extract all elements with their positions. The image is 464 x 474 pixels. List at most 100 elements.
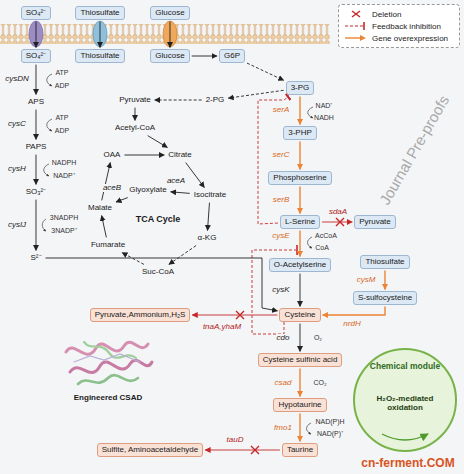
thiosulfate-transporter bbox=[93, 21, 107, 47]
node-title: Thiosulfate bbox=[80, 8, 119, 17]
node-title: G6P bbox=[224, 51, 240, 60]
node-title: PAPS bbox=[26, 142, 47, 151]
sulfate-transporter bbox=[29, 21, 43, 47]
metabolite-box: Cysteine sulfinic acid bbox=[258, 353, 343, 366]
reaction-arrow bbox=[384, 271, 385, 290]
cofactor-label: 3NADPH bbox=[49, 214, 79, 222]
metabolite-label: Acetyl-CoA bbox=[113, 122, 157, 133]
protein-label: Engineered CSAD bbox=[73, 394, 143, 403]
metabolite-box: Taurine bbox=[282, 443, 318, 456]
node-title: Acetyl-CoA bbox=[115, 123, 155, 132]
reaction-arrow bbox=[192, 315, 277, 316]
module-circle: Chemical moduleH₂O₂-mediated oxidation bbox=[353, 348, 457, 452]
node-title: APS bbox=[28, 97, 44, 106]
metabolite-label: SO₃²⁻ bbox=[24, 186, 48, 197]
node-title: Fumarate bbox=[91, 240, 125, 249]
reaction-arrow bbox=[300, 274, 301, 307]
node-title: Sulfite, Aminoacetaldehyde bbox=[102, 445, 199, 454]
node-title: Suc-CoA bbox=[142, 267, 174, 276]
watermark: Journal Pre-proofs bbox=[377, 92, 454, 209]
reaction-arrow bbox=[205, 450, 280, 451]
reaction-arrow bbox=[99, 22, 100, 48]
gene-label: cysC bbox=[7, 120, 27, 129]
cofactor-label: ADP bbox=[54, 127, 70, 135]
node-title: 2-PG bbox=[206, 95, 225, 104]
gene-label: aceB bbox=[102, 184, 122, 193]
reaction-arrow bbox=[148, 136, 168, 148]
gene-label: cdo bbox=[276, 334, 291, 343]
node-title: SO₄²⁻ bbox=[26, 8, 47, 17]
cofactor-label: CoA bbox=[314, 244, 330, 252]
reaction-arrow bbox=[299, 97, 300, 125]
gene-label: csad bbox=[274, 379, 293, 388]
glucose-transporter bbox=[163, 21, 177, 47]
reaction-arrow bbox=[169, 246, 196, 265]
csad-protein bbox=[66, 342, 152, 384]
gene-label: nrdH bbox=[342, 320, 361, 329]
gene-label: serA bbox=[272, 106, 290, 115]
gene-label: cysE bbox=[271, 232, 290, 241]
metabolite-box: SO₄²⁻ bbox=[21, 49, 52, 62]
cofactor-label: NADPH bbox=[51, 159, 78, 167]
metabolite-box: Thiosulfate bbox=[75, 49, 124, 62]
reaction-arrow bbox=[36, 22, 37, 48]
node-title: Isocitrate bbox=[194, 190, 226, 199]
node-title: Thiosulfate bbox=[365, 257, 404, 266]
reaction-arrow bbox=[322, 222, 352, 223]
metabolite-box: Glucose bbox=[150, 49, 189, 62]
metabolite-box: Phosphoserine bbox=[268, 171, 331, 184]
metabolite-box: S-sulfocysteine bbox=[353, 291, 417, 304]
metabolite-box: Thiosulfate bbox=[360, 255, 409, 268]
metabolite-label: α-KG bbox=[196, 232, 219, 243]
node-title: Pyruvate bbox=[119, 95, 151, 104]
reaction-arrow bbox=[122, 253, 144, 265]
legend-sample bbox=[344, 34, 368, 42]
reaction-arrow bbox=[102, 163, 111, 201]
gene-label: fmo1 bbox=[273, 424, 293, 433]
gene-label: cysH bbox=[7, 165, 27, 174]
metabolite-box: 3-PHP bbox=[283, 126, 317, 139]
node-title: Cysteine sulfinic acid bbox=[263, 355, 338, 364]
metabolite-box: 3-PG bbox=[286, 81, 315, 94]
node-title: S²⁻ bbox=[31, 253, 42, 262]
reaction-arrow bbox=[299, 369, 300, 397]
gene-label: aceA bbox=[166, 177, 186, 186]
metabolite-label: S²⁻ bbox=[29, 252, 44, 263]
reaction-arrow bbox=[155, 100, 202, 101]
metabolite-box: Hypotaurine bbox=[273, 398, 326, 411]
gene-label: serC bbox=[272, 151, 291, 160]
reaction-arrow bbox=[35, 65, 36, 95]
node-title: Phosphoserine bbox=[273, 173, 326, 182]
metabolite-label: Glyoxylate bbox=[127, 184, 168, 195]
legend-sample bbox=[344, 10, 368, 18]
gene-label: sdaA bbox=[328, 208, 348, 217]
cofactor-label: 3NADP⁺ bbox=[50, 227, 77, 235]
reaction-arrow bbox=[299, 414, 300, 442]
metabolite-label: Citrate bbox=[166, 149, 194, 160]
legend-sample bbox=[344, 22, 368, 30]
oxidation-arrow bbox=[382, 434, 428, 440]
metabolite-box: O-Acetylserine bbox=[269, 258, 331, 271]
metabolite-box: Pyruvate,Ammonium,H₂S bbox=[90, 308, 191, 321]
cofactor-label: NAD(P)H bbox=[314, 418, 345, 426]
node-title: L-Serine bbox=[285, 217, 315, 226]
node-title: Glucose bbox=[155, 51, 184, 60]
module-ground bbox=[354, 349, 456, 451]
legend-text: Deletion bbox=[372, 10, 401, 19]
cofactor-arcs bbox=[42, 74, 313, 434]
legend-row: Deletion bbox=[344, 8, 454, 20]
node-title: 3-PHP bbox=[288, 128, 312, 137]
reaction-arrow bbox=[186, 163, 205, 188]
cycle-label: TCA Cycle bbox=[135, 215, 182, 225]
reaction-arrow bbox=[192, 56, 217, 57]
gene-label: cysDN bbox=[4, 75, 30, 84]
gene-label: cysM bbox=[356, 276, 377, 285]
metabolite-label: Malate bbox=[86, 202, 114, 213]
node-title: Citrate bbox=[168, 150, 192, 159]
metabolite-box: SO₄²⁻ bbox=[21, 6, 52, 19]
node-title: Pyruvate,Ammonium,H₂S bbox=[95, 310, 186, 319]
metabolite-label: Isocitrate bbox=[192, 189, 228, 200]
metabolite-box: Sulfite, Aminoacetaldehyde bbox=[97, 443, 204, 456]
reaction-arrow bbox=[228, 90, 283, 98]
